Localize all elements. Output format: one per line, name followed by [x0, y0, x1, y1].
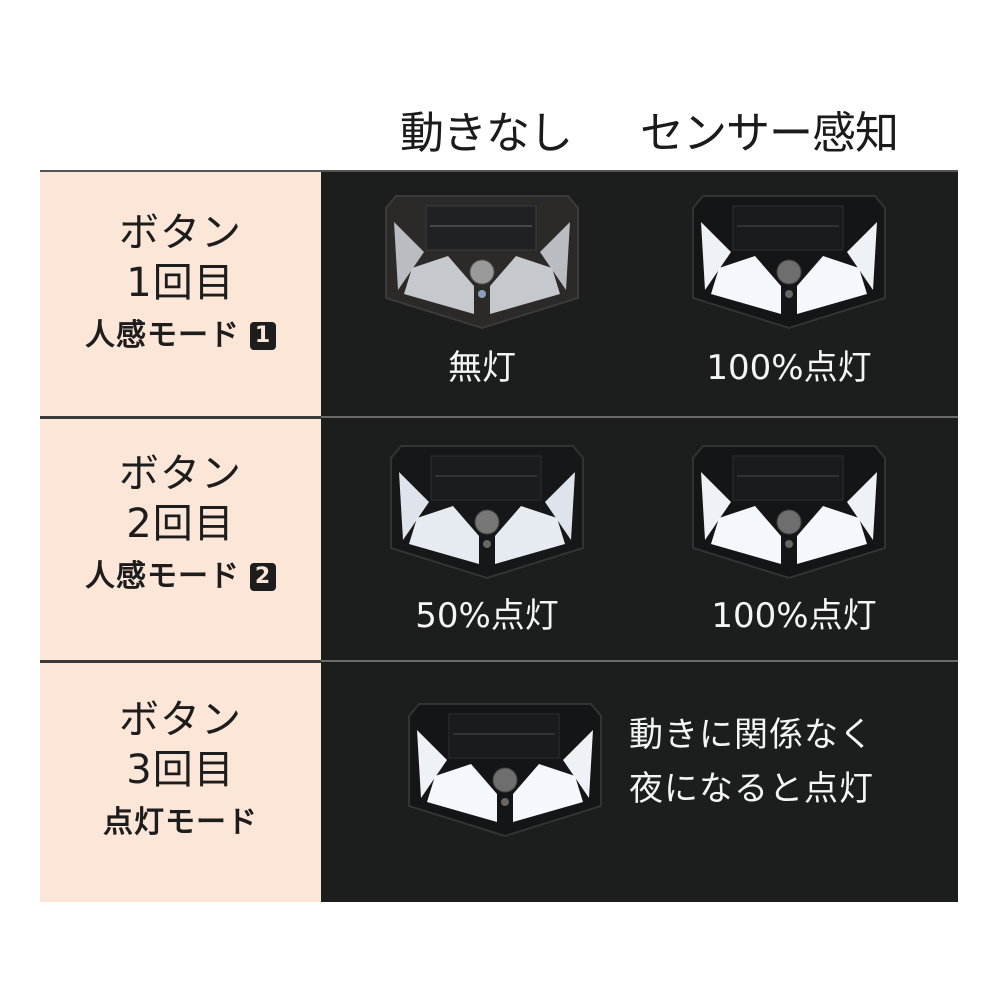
- mode-number-badge: 1: [250, 322, 276, 350]
- no-motion-state-label: 無灯: [448, 348, 516, 388]
- description-line-2: 夜になると点灯: [629, 769, 874, 809]
- row-label-cell: ボタン 1回目 人感モード 1: [40, 172, 321, 416]
- button-count: 1回目: [126, 260, 235, 306]
- table-row-mode-3: ボタン 3回目 点灯モード 動き: [40, 660, 958, 902]
- column-header-no-motion: 動きなし: [400, 108, 573, 159]
- mode-label-text: 点灯モード: [103, 805, 258, 840]
- sensor-state-label: 100%点灯: [706, 348, 872, 388]
- mode-label: 人感モード 1: [85, 316, 276, 356]
- table-row-mode-1: ボタン 1回目 人感モード 1: [40, 172, 958, 416]
- description-line-1: 動きに関係なく: [629, 715, 874, 755]
- button-title: ボタン: [119, 697, 242, 743]
- row-label-cell: ボタン 3回目 点灯モード: [40, 660, 321, 902]
- button-count: 2回目: [126, 501, 235, 547]
- button-count: 3回目: [126, 747, 235, 793]
- button-title: ボタン: [119, 451, 242, 497]
- solar-light-half-icon: [387, 440, 587, 580]
- solar-light-full-icon: [405, 698, 605, 838]
- mode-label-text: 人感モード: [85, 559, 240, 594]
- always-on-description: 動きに関係なく 夜になると点灯: [629, 708, 874, 816]
- no-motion-state-label: 50%点灯: [415, 596, 559, 636]
- solar-light-full-icon: [689, 190, 889, 330]
- sensor-state-label: 100%点灯: [711, 596, 877, 636]
- table-row-mode-2: ボタン 2回目 人感モード 2: [40, 416, 958, 660]
- row-content-cell: 50%点灯 100%点灯: [321, 416, 958, 660]
- mode-label: 点灯モード: [103, 803, 258, 843]
- solar-light-full-icon: [689, 440, 889, 580]
- mode-label-text: 人感モード: [85, 318, 240, 353]
- row-content-cell: 無灯 100%点灯: [321, 172, 958, 416]
- row-label-cell: ボタン 2回目 人感モード 2: [40, 416, 321, 660]
- mode-label: 人感モード 2: [85, 557, 276, 597]
- row-content-cell: 動きに関係なく 夜になると点灯: [321, 660, 958, 902]
- mode-number-badge: 2: [250, 563, 276, 591]
- mode-comparison-table: ボタン 1回目 人感モード 1: [40, 170, 958, 902]
- column-header-sensor-detect: センサー感知: [640, 108, 899, 159]
- button-title: ボタン: [119, 210, 242, 256]
- solar-light-off-icon: [382, 190, 582, 330]
